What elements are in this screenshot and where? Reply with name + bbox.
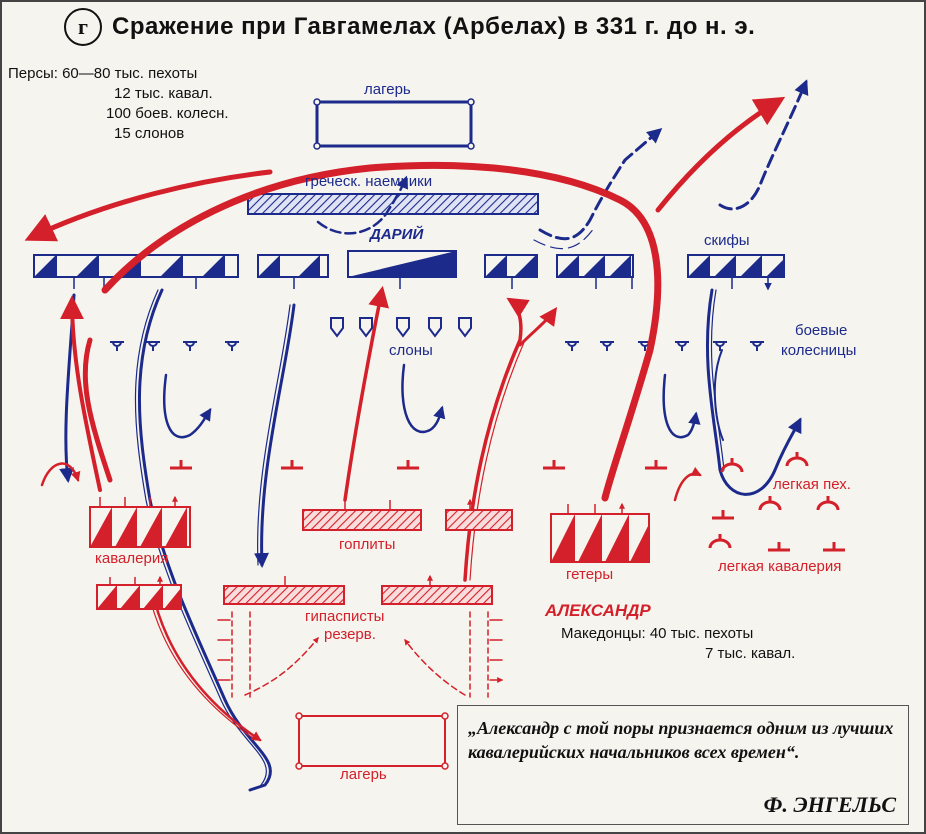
light-troops — [170, 452, 845, 552]
macedonian-forces-stats: Македонцы: 40 тыс. пехоты 7 тыс. кавал. — [561, 624, 795, 664]
persian-camp — [313, 98, 475, 150]
darius-label: ДАРИЙ — [370, 226, 424, 243]
persian-camp-label: лагерь — [364, 81, 411, 98]
engels-quote-text: „Александр с той поры признается одним и… — [468, 718, 894, 762]
persian-chariots: 100 боев. колесн. — [106, 105, 229, 122]
persian-center-left-unit — [257, 254, 329, 278]
persian-infantry: Персы: 60—80 тыс. пехоты — [8, 65, 198, 82]
darius-royal-guard-unit — [347, 250, 457, 278]
macedonian-cavalry: 7 тыс. кавал. — [705, 645, 796, 662]
persian-forces-stats: Персы: 60—80 тыс. пехоты 12 тыс. кавал. … — [8, 64, 229, 144]
cavalry-label: кавалерия — [95, 550, 169, 567]
figure-letter-badge: г — [64, 8, 102, 46]
hypaspists-right-unit — [381, 585, 493, 605]
engels-quote-author: Ф. ЭНГЕЛЬС — [763, 792, 896, 817]
persian-movements — [59, 79, 809, 792]
persian-cavalry: 12 тыс. кавал. — [114, 85, 213, 102]
persian-elephants: 15 слонов — [114, 125, 185, 142]
macedonian-camp-label: лагерь — [340, 766, 387, 783]
engels-quote-box: „Александр с той поры признается одним и… — [457, 705, 909, 825]
chariots-label-line2: колесницы — [781, 342, 857, 359]
elephant-icons — [330, 317, 472, 338]
hoplites-right-unit — [445, 509, 513, 531]
macedonian-camp — [295, 712, 449, 770]
reserve-label: резерв. — [324, 626, 376, 643]
scythians-label: скифы — [704, 232, 750, 249]
alexander-label: АЛЕКСАНДР — [545, 601, 651, 620]
macedonian-movements — [24, 96, 786, 742]
greek-mercenaries-label: греческ. наемники — [305, 173, 433, 190]
chariots-label-line1: боевые — [795, 322, 848, 339]
persian-right-center-unit — [556, 254, 634, 278]
persian-center-right-unit — [484, 254, 538, 278]
left-wing-cavalry-unit — [89, 497, 191, 548]
scythians-unit — [687, 254, 785, 278]
hypaspists-label: гипасписты — [305, 608, 385, 625]
elephants-label: слоны — [389, 342, 433, 359]
second-line-cavalry-unit — [96, 577, 182, 610]
persian-front-line — [33, 250, 785, 289]
map-title-block: г Сражение при Гавгамелах (Арбелах) в 33… — [64, 8, 755, 46]
macedonian-infantry: Македонцы: 40 тыс. пехоты — [561, 625, 754, 642]
light-infantry-label: легкая пех. — [773, 476, 851, 493]
hoplites-left-unit — [302, 509, 422, 531]
macedonian-units — [89, 497, 650, 610]
map-title: Сражение при Гавгамелах (Арбелах) в 331 … — [112, 13, 756, 40]
chariot-icons — [110, 341, 764, 351]
hypaspists-left-unit — [223, 585, 345, 605]
hetairoi-unit — [550, 504, 650, 563]
hoplites-label: гоплиты — [339, 536, 396, 553]
light-cavalry-label: легкая кавалерия — [718, 558, 842, 575]
hetairoi-label: гетеры — [566, 566, 614, 583]
